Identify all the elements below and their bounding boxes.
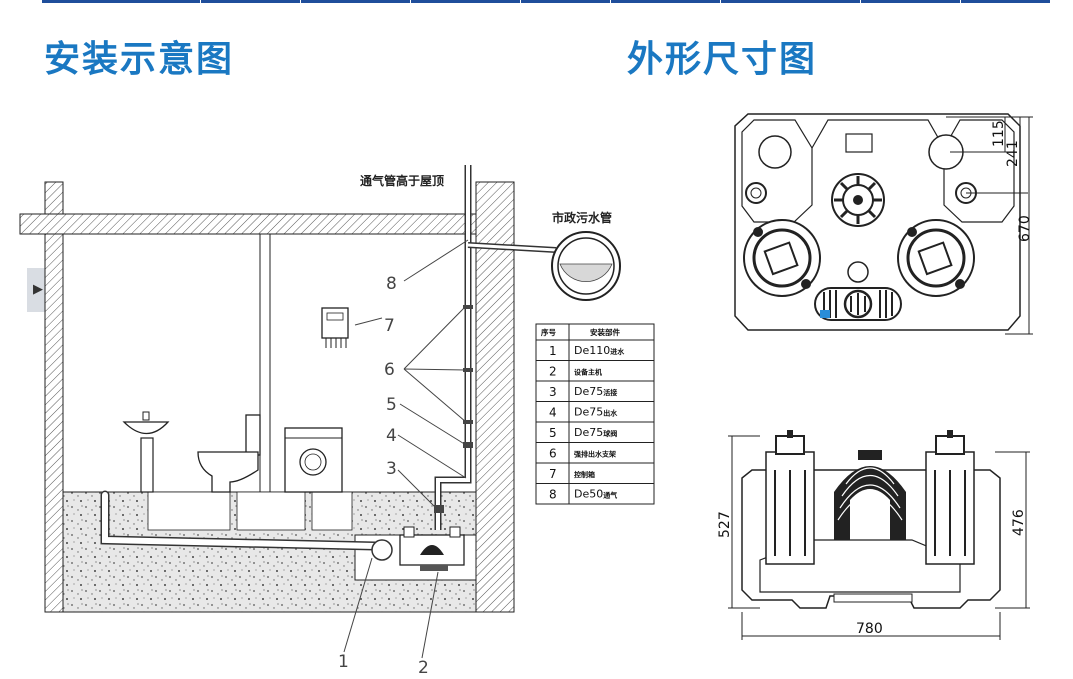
table-row-part: De75出水 [574, 406, 618, 419]
table-row-part: De50通气 [574, 488, 617, 501]
table-row-number: 3 [549, 385, 557, 399]
installation-diagram: 1 2 3 4 5 6 7 8 通气管高于屋顶 市政污水管 [19, 165, 621, 678]
callout-6: 6 [384, 360, 395, 380]
top-view-drawing: 115 241 670 [734, 113, 1033, 335]
sewer-pipe-icon [551, 231, 621, 301]
callout-7: 7 [384, 316, 395, 336]
dim-115: 115 [991, 120, 1007, 147]
table-header-no: 序号 [541, 327, 556, 337]
table-row-number: 4 [549, 406, 557, 420]
table-row-part: De110进水 [574, 344, 625, 357]
sewer-label: 市政污水管 [552, 210, 612, 225]
table-row-part: De75活接 [574, 385, 617, 398]
toilet-icon [197, 414, 261, 493]
vent-pipe-label: 通气管高于屋顶 [360, 173, 444, 188]
table-row-number: 7 [549, 467, 557, 481]
table-row-number: 1 [549, 344, 557, 358]
right-wall [475, 181, 515, 613]
dim-670: 670 [1017, 215, 1033, 242]
table-row-part: De75球阀 [574, 426, 617, 439]
installation-heading: 安装示意图 [44, 39, 235, 80]
table-row-number: 8 [549, 488, 557, 502]
callout-4: 4 [386, 426, 397, 446]
pump-unit-icon [399, 526, 465, 571]
control-box-icon [321, 307, 349, 348]
dim-527: 527 [717, 511, 733, 538]
front-manifold-icon [834, 450, 906, 540]
ceiling-slab [19, 213, 499, 235]
manifold-icon [814, 287, 902, 321]
side-panel-tab[interactable]: ▶| [27, 268, 48, 312]
motor-left-icon [743, 219, 821, 297]
left-wall [44, 181, 64, 613]
table-row-part: 强排出水支架 [574, 450, 616, 459]
collapse-panel-icon: ▶| [33, 282, 48, 297]
dim-780: 780 [856, 621, 883, 637]
table-header-part: 安装部件 [590, 327, 620, 337]
table-row-part: 设备主机 [574, 368, 602, 377]
motor-right-icon [897, 219, 975, 297]
interior-column [259, 233, 271, 493]
top-rule [42, 0, 1050, 3]
dim-476: 476 [1011, 509, 1027, 536]
parts-table: 1 De110进水 2 设备主机 3 De75活接 4 De75出水 5 De75球阀 6 强排出水支… [535, 323, 655, 505]
table-row-number: 2 [549, 365, 557, 379]
callout-1: 1 [338, 652, 349, 672]
dim-241: 241 [1005, 140, 1021, 167]
table-row-number: 6 [549, 447, 557, 461]
washbasin-icon [122, 411, 170, 493]
callout-2: 2 [418, 658, 429, 678]
dimensions-heading: 外形尺寸图 [627, 39, 818, 80]
callout-5: 5 [386, 395, 397, 415]
front-motor-right-icon [925, 430, 975, 565]
table-row-part: 控制箱 [574, 470, 595, 479]
table-row-number: 5 [549, 426, 557, 440]
callout-8: 8 [386, 274, 397, 294]
front-view-drawing: 527 476 780 [717, 430, 1030, 640]
callout-3: 3 [386, 459, 397, 479]
front-motor-left-icon [765, 430, 815, 565]
washing-machine-icon [284, 427, 343, 493]
